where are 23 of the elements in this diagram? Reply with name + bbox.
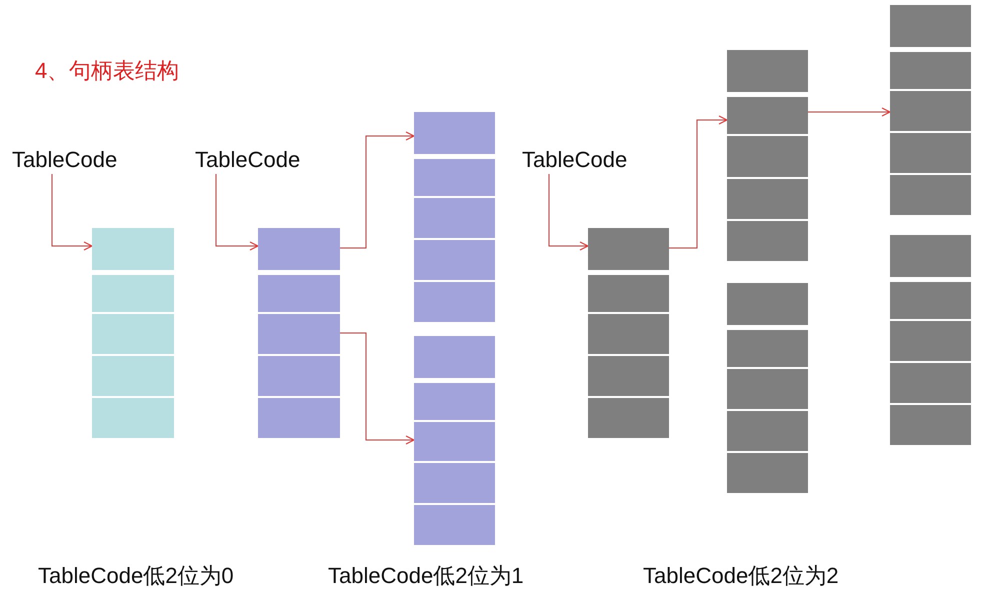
handle-table — [414, 336, 495, 545]
arrow — [216, 174, 259, 251]
handle-table — [92, 228, 174, 438]
handle-table — [890, 5, 971, 215]
pointer-label: TableCode — [12, 147, 118, 173]
caption-text: TableCode低2位为0 — [38, 563, 234, 589]
arrow — [340, 131, 415, 248]
arrow — [808, 107, 891, 117]
handle-table — [414, 112, 495, 322]
caption-text: TableCode低2位为2 — [643, 563, 839, 589]
handle-table — [727, 283, 808, 493]
handle-table — [588, 228, 669, 438]
pointer-label: TableCode — [195, 147, 300, 173]
arrow — [548, 174, 589, 251]
handle-table — [727, 50, 808, 261]
arrow — [668, 115, 728, 248]
caption-text: TableCode低2位为1 — [328, 563, 524, 589]
arrow — [52, 174, 93, 251]
slide-title: 4、句柄表结构 — [35, 58, 180, 84]
arrow — [340, 332, 415, 445]
handle-table — [258, 228, 340, 438]
pointer-label: TableCode — [522, 147, 628, 173]
handle-table — [890, 235, 971, 445]
